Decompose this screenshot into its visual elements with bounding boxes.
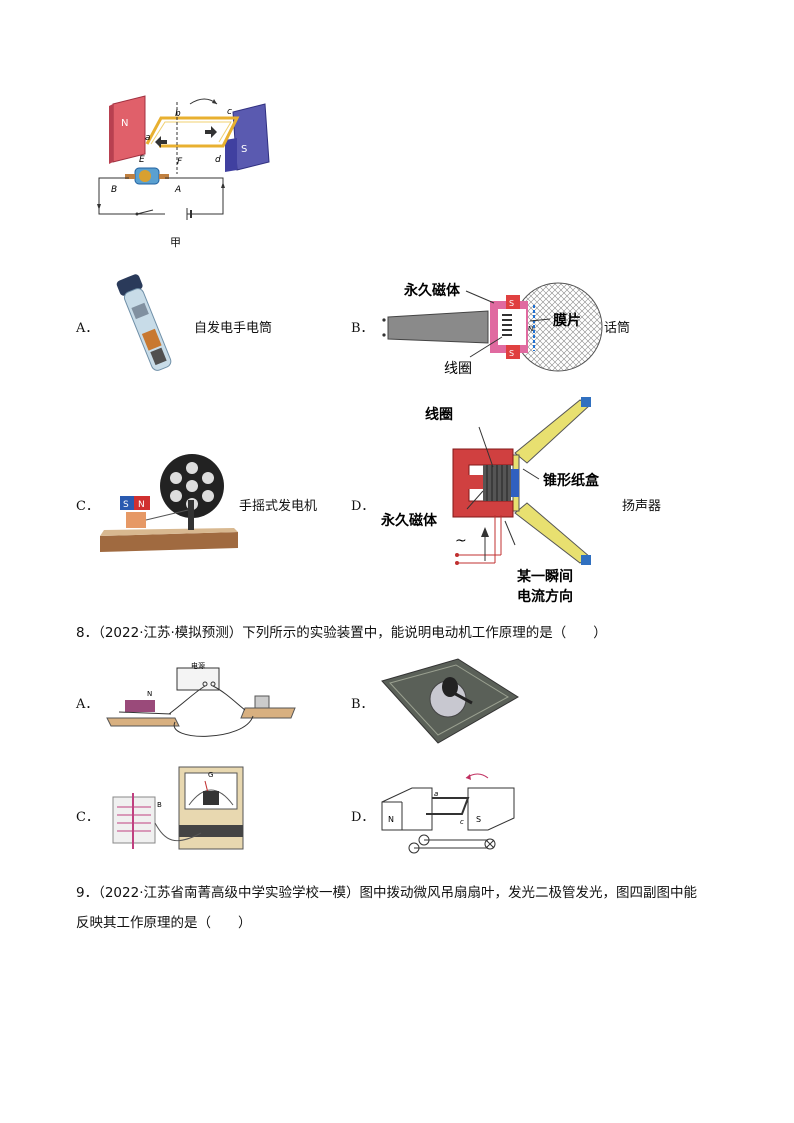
label-b: b (175, 109, 181, 119)
label-b-brush: B (111, 185, 117, 195)
q8c-b: B (157, 801, 162, 809)
speaker-tilde: ~ (455, 533, 467, 549)
q8-option-c-letter[interactable]: C． (76, 810, 99, 825)
option-a-caption: 自发电手电筒 (194, 321, 273, 336)
q8a-n: N (147, 690, 152, 698)
magnet-n-label: N (121, 118, 128, 129)
q8d-a: a (434, 790, 438, 798)
speaker-label-current1: 某一瞬间 (517, 568, 573, 585)
label-d: d (215, 155, 221, 165)
flashlight-image (116, 274, 172, 371)
magnet-s-label: S (241, 144, 247, 155)
figure-jia: N S a b c d E F B A (97, 95, 270, 220)
q8-option-b-letter[interactable]: B． (351, 697, 374, 712)
q8-option-d-letter[interactable]: D． (351, 810, 375, 825)
speaker-label-current2: 电流方向 (517, 588, 573, 605)
question-8-stem: 8．（2022·江苏·模拟预测）下列所示的实验装置中，能说明电动机工作原理的是（… (76, 625, 607, 641)
gen-s: S (123, 500, 129, 510)
speaker-label-cone: 锥形纸盒 (543, 472, 600, 489)
question-9-stem-line2: 反映其工作原理的是（ ） (76, 915, 252, 931)
option-a-letter[interactable]: A． (76, 321, 99, 336)
mic-s-bottom: S (509, 349, 514, 358)
mic-label-magnet: 永久磁体 (403, 282, 461, 299)
label-a-brush: A (174, 185, 181, 195)
mic-n: N (528, 325, 533, 333)
figure-jia-caption: 甲 (170, 236, 181, 249)
option-d-caption: 扬声器 (622, 499, 662, 514)
gen-n: N (138, 500, 145, 510)
speaker-label-magnet: 永久磁体 (380, 512, 438, 529)
q8d-c: c (460, 818, 464, 826)
label-c: c (227, 107, 232, 117)
speaker-diagram: ~ 线圈 锥形纸盒 永久磁体 某一瞬间 电流方向 (380, 397, 600, 605)
q8-option-c-figure: B G (112, 766, 244, 850)
mic-label-membrane: 膜片 (553, 312, 581, 329)
q8-option-d-figure: N S a c (381, 773, 515, 854)
option-c-letter[interactable]: C． (76, 499, 99, 514)
speaker-label-coil: 线圈 (425, 406, 453, 423)
q8d-s: S (476, 815, 481, 824)
q8d-n: N (388, 815, 394, 824)
question-9-stem-line1: 9．（2022·江苏省南菁高级中学实验学校一模）图中拨动微风吊扇扇叶，发光二极管… (76, 885, 697, 901)
option-c-caption: 手摇式发电机 (239, 499, 318, 514)
label-f: F (177, 157, 183, 167)
option-b-letter[interactable]: B． (351, 321, 374, 336)
mic-label-coil: 线圈 (444, 361, 472, 377)
mic-s-top: S (509, 299, 514, 308)
label-a: a (145, 133, 151, 143)
q8-option-a-letter[interactable]: A． (76, 697, 99, 712)
q8-option-b-compass-image (381, 658, 519, 744)
q8c-g: G (208, 771, 213, 779)
option-d-letter[interactable]: D． (351, 499, 375, 514)
q8-option-a-figure: 电源 N (106, 662, 296, 737)
option-b-caption: 话筒 (604, 321, 631, 336)
label-e: E (139, 155, 145, 165)
microphone-diagram: S S N 永久磁体 膜片 线圈 (382, 282, 603, 377)
power-label: 电源 (191, 662, 205, 670)
hand-generator-image: S N (100, 454, 238, 552)
